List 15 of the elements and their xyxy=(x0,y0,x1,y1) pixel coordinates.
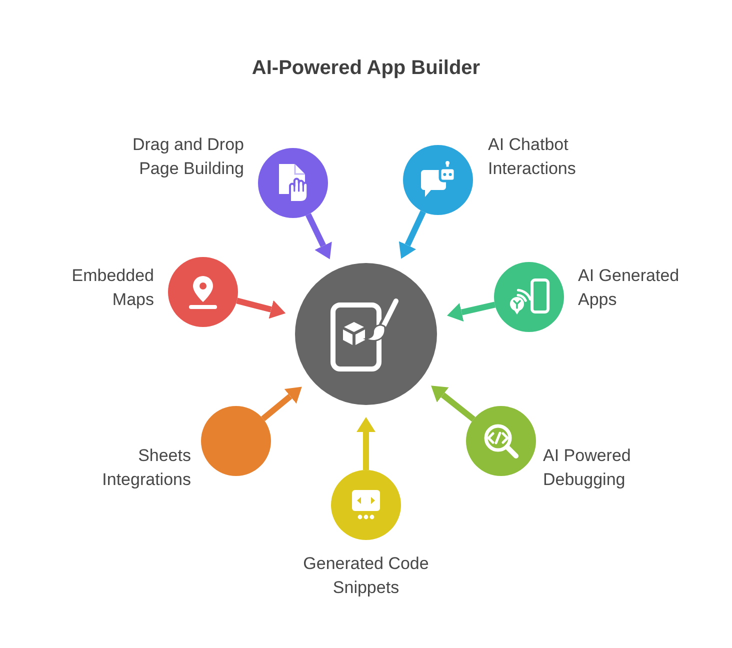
arrow xyxy=(261,386,302,422)
arrow xyxy=(236,298,286,319)
feature-label: AI Chatbot Interactions xyxy=(488,134,577,180)
feature-label: AI Powered Debugging xyxy=(543,445,632,491)
arrow xyxy=(306,213,332,260)
feature-label: AI Generated Apps xyxy=(578,265,680,311)
feature-label: Sheets Integrations xyxy=(101,445,191,491)
diagram-title: AI-Powered App Builder xyxy=(252,56,480,81)
feature-label: Generated Code Snippets xyxy=(302,553,430,599)
feature-label: Drag and Drop Page Building xyxy=(131,134,244,180)
arrow xyxy=(431,386,476,422)
feature-label: Embedded Maps xyxy=(70,265,154,311)
arrow xyxy=(398,210,426,259)
arrow xyxy=(446,302,496,322)
arrow xyxy=(356,417,376,470)
